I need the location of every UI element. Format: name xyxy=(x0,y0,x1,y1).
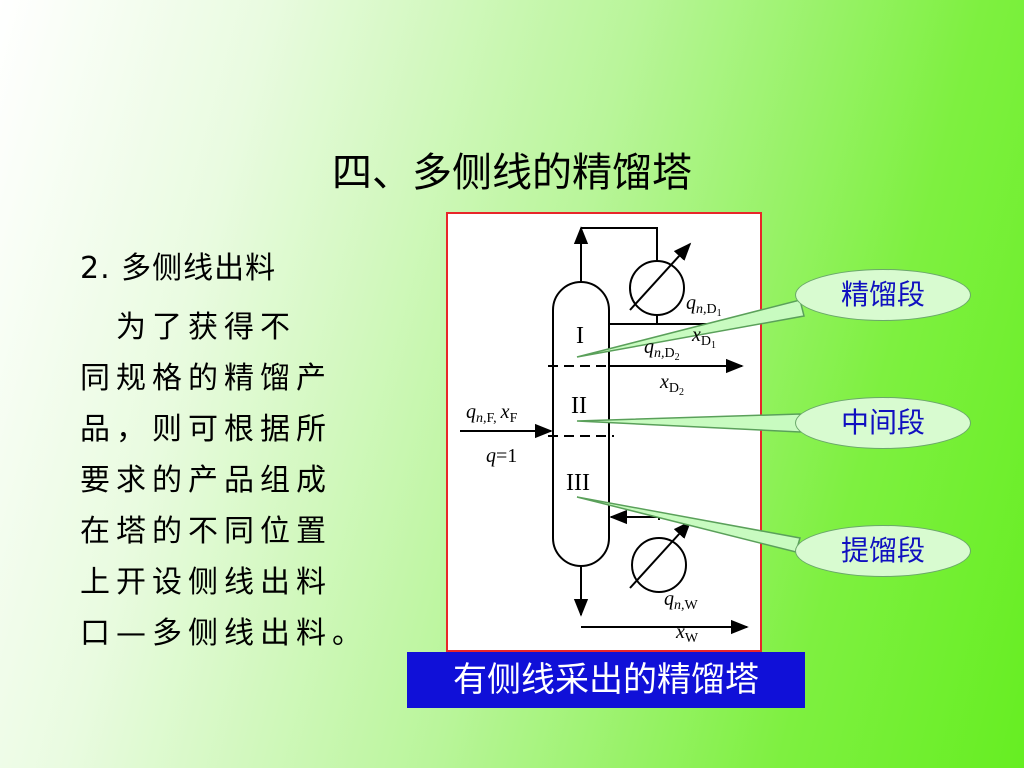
diagram-caption: 有侧线采出的精馏塔 xyxy=(407,652,805,708)
reboiler-circle xyxy=(631,537,687,593)
label-q-eq-1: q=1 xyxy=(486,445,517,467)
reboiler-flow-arrow xyxy=(629,520,692,589)
section-label-3: III xyxy=(566,470,590,496)
section-label-1: I xyxy=(576,323,584,349)
callout-pointer-rectifying xyxy=(576,299,805,358)
label-x-d2: xD2 xyxy=(659,371,684,398)
label-x-w: xW xyxy=(675,621,699,646)
callout-stripping-section: 提馏段 xyxy=(795,525,971,577)
section-label-2: II xyxy=(571,393,587,419)
body-line: 为了获得不 xyxy=(80,310,296,345)
body-line: 要求的产品组成 xyxy=(80,463,332,498)
callout-rectifying-section: 精馏段 xyxy=(795,269,971,321)
condenser-flow-arrow xyxy=(629,242,692,311)
body-line: 品，则可根据所 xyxy=(80,412,332,447)
label-qn-d1: qn,D1 xyxy=(686,292,722,319)
callout-middle-section: 中间段 xyxy=(795,397,971,449)
body-line: 同规格的精馏产 xyxy=(80,361,332,396)
label-qn-w: qn,W xyxy=(664,588,699,613)
label-qn-d2: qn,D2 xyxy=(644,336,680,363)
body-line: 口—多侧线出料。 xyxy=(80,616,368,651)
label-qn-f: qn,F,xF xyxy=(466,401,518,426)
label-x-d1: xD1 xyxy=(691,324,716,351)
callout-pointer-middle xyxy=(576,413,801,433)
callout-pointer-stripping xyxy=(576,496,801,553)
body-line: 在塔的不同位置 xyxy=(80,514,332,549)
slide-title: 四、多侧线的精馏塔 xyxy=(332,150,692,196)
section-heading: 2. 多侧线出料 xyxy=(80,251,277,286)
condenser-circle xyxy=(629,260,685,316)
body-line: 上开设侧线出料 xyxy=(80,565,332,600)
body-paragraph: 为了获得不 同规格的精馏产 品，则可根据所 要求的产品组成 在塔的不同位置 上开… xyxy=(80,302,380,659)
